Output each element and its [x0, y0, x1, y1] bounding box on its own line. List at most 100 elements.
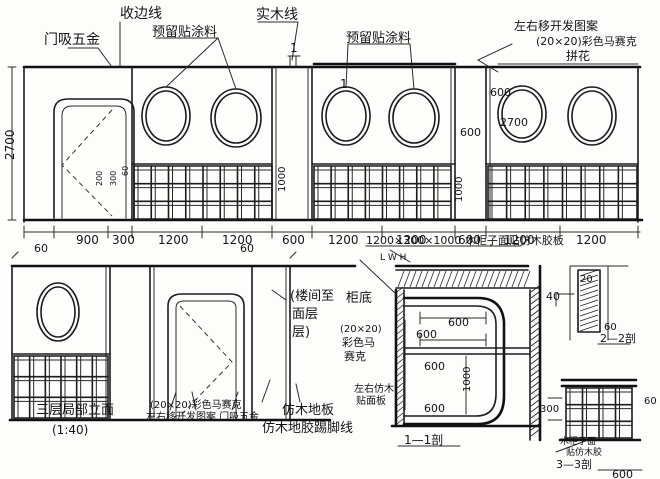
dim-600a: 600 — [282, 233, 305, 247]
dim-sec-600d: 600 — [424, 402, 445, 415]
bottom-grid-cabinet — [13, 355, 109, 419]
stair-leader — [271, 289, 287, 301]
label-stair-1: (楼间至 — [290, 289, 334, 304]
label-door-hardware: 门吸五金 — [44, 32, 100, 48]
section-2-2 — [555, 265, 631, 345]
tiny-note-leader — [555, 439, 589, 453]
label-mosaic-1: (20×20) — [340, 324, 382, 335]
leader-right-note — [476, 43, 513, 73]
label-wood-panel-2: 贴面板 — [356, 394, 386, 407]
dim-1200b: 1200 — [222, 233, 253, 247]
top-elevation — [7, 21, 644, 239]
leader-paint-1 — [155, 37, 237, 90]
dim-1200d: 1200 — [396, 233, 427, 247]
label-wood-panel-1: 左右仿木 — [354, 382, 394, 395]
label-stair-3: 层) — [292, 325, 310, 340]
leader-paint-2 — [345, 43, 415, 90]
dim-s2-20: 20 — [580, 274, 593, 285]
leader-door-hardware — [67, 47, 113, 68]
label-bottom-note-1: (20×20)彩色马赛克 — [150, 398, 242, 411]
section-wall-hatch — [396, 270, 540, 437]
top-dimension-ticks — [23, 225, 639, 239]
dim-col-600b: 600 — [490, 86, 511, 99]
label-right-note-3: 拼花 — [566, 48, 590, 63]
label-cabinet-base: 柜底 — [346, 290, 372, 306]
dim-900: 900 — [76, 233, 99, 247]
top-grid-cabinets — [133, 165, 638, 220]
section-1-1 — [359, 249, 542, 447]
s3-top — [560, 378, 638, 388]
dim-s2-60: 60 — [604, 322, 617, 333]
cabinet-shelf — [403, 347, 531, 355]
label-stair-2: 面层 — [292, 307, 318, 322]
bottom-partition-lines — [11, 265, 291, 421]
top-height-dimension — [7, 66, 17, 221]
section-dim-600b — [419, 311, 487, 325]
top-door — [53, 98, 135, 219]
label-plank-floor: 仿木地板 — [282, 403, 334, 418]
dim-s2-40: 40 — [546, 290, 560, 303]
s3-dims — [547, 397, 563, 421]
drawing-scale: (1:40) — [52, 423, 88, 437]
label-mosaic-3: 赛克 — [344, 349, 366, 363]
dim-s3-60: 60 — [644, 396, 657, 407]
dim-300: 300 — [112, 233, 135, 247]
dim-s3-300: 300 — [540, 404, 559, 415]
bottom-partition-inner — [105, 265, 287, 421]
dim-2700-right: 2700 — [500, 116, 528, 129]
dim-1000: 1000 — [277, 167, 288, 192]
dim-top-2: 1 — [340, 77, 348, 91]
label-cabinet-note: 1200×300×1000 木柜子面贴仿木胶板 — [366, 233, 564, 247]
label-tiny-1: 木柜子面 — [560, 435, 596, 447]
label-mosaic-2: 彩色马 — [342, 335, 375, 349]
drawing-title: 三层局部立面 — [36, 403, 114, 418]
bottom-top-ticks — [11, 251, 297, 259]
bottom-leaders — [169, 379, 301, 411]
label-real-wood-line: 实木线 — [256, 7, 298, 23]
leader-real-wood — [257, 21, 299, 61]
s2-hatch — [579, 269, 599, 332]
dim-small-300: 300 — [109, 171, 118, 186]
section-leaders — [359, 249, 411, 295]
cabinet-curve — [402, 296, 506, 426]
top-partition-lines — [131, 66, 487, 221]
s3-grid — [565, 387, 633, 439]
dim-top-1: 1 — [290, 41, 298, 55]
bottom-oval-outer — [36, 282, 80, 342]
dim-sec-600b: 600 — [416, 328, 437, 341]
label-preset-paint-1: 预留贴涂料 — [152, 24, 217, 40]
s2-outline — [569, 265, 629, 341]
s2-dim — [555, 293, 575, 307]
dim-1200a: 1200 — [158, 233, 189, 247]
dim-small-200: 200 — [95, 171, 104, 186]
label-bottom-note-2: 左右移开发图案 门吸五金 — [146, 410, 259, 423]
dim-sec-1000: 1000 — [462, 367, 473, 392]
top-partition-inner — [275, 66, 491, 221]
dim-1200f: 1200 — [576, 233, 607, 247]
label-section-2: 2—2剖 — [600, 331, 636, 345]
label-section-1: 1—1剖 — [404, 433, 443, 447]
s2-box — [577, 269, 601, 333]
label-preset-paint-2: 预留贴涂料 — [346, 30, 411, 46]
bottom-door — [167, 293, 245, 421]
top-oval-windows — [141, 85, 617, 148]
dim-60: 60 — [34, 242, 48, 255]
section-3-3 — [547, 378, 643, 471]
dim-60b: 60 — [240, 242, 254, 255]
label-edge-band: 收边线 — [120, 6, 162, 22]
bottom-oval-inner — [40, 286, 76, 338]
section-top-lines — [395, 269, 541, 289]
dim-2700-left: 2700 — [3, 129, 17, 160]
dim-600b: 600 — [458, 233, 481, 247]
dim-1000b: 1000 — [454, 177, 465, 202]
dim-sec-600a: 600 — [448, 316, 469, 329]
text-labels: 门吸五金 收边线 实木线 预留贴涂料 预留贴涂料 左右移开发图案 (20×20)… — [36, 6, 637, 471]
section-dim-600a — [419, 333, 487, 347]
label-section-3: 3—3剖 — [556, 457, 592, 471]
label-right-note-2: (20×20)彩色马赛克 — [536, 34, 637, 48]
dim-small-60: 60 — [121, 166, 130, 176]
label-plank-skirting: 仿木地胶踢脚线 — [262, 420, 353, 436]
bottom-elevation — [8, 251, 357, 422]
